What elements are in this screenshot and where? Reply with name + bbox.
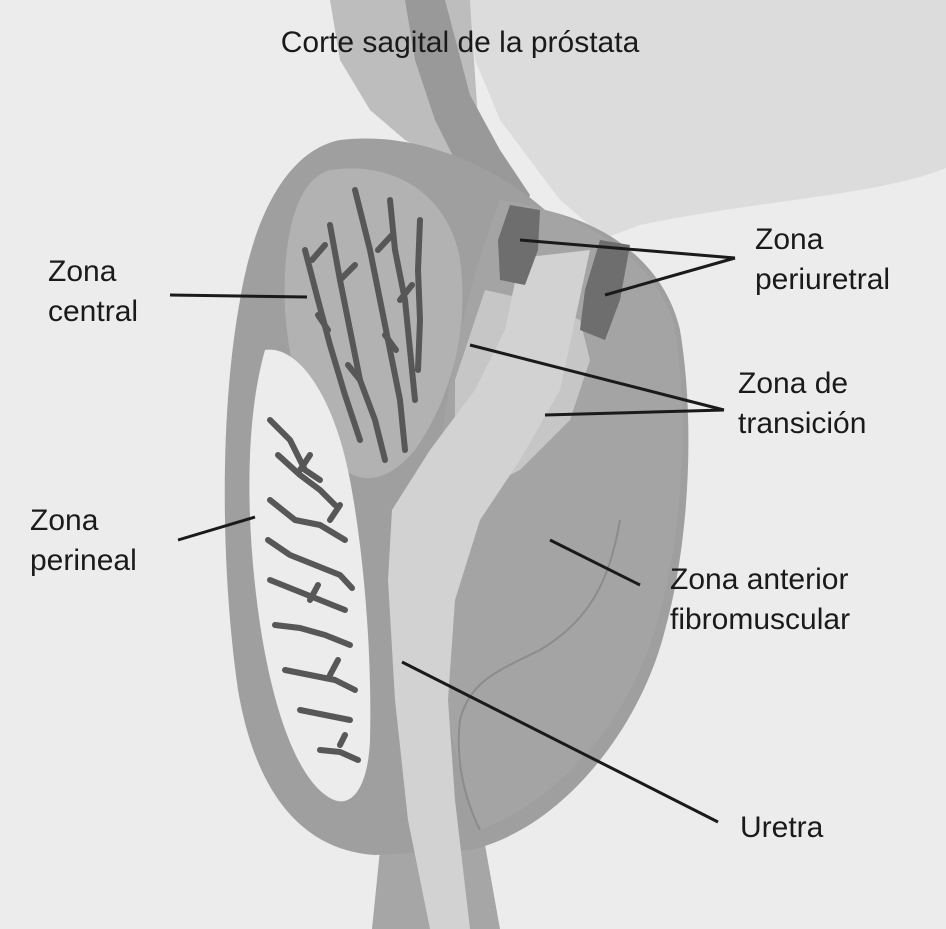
bladder	[470, 0, 946, 238]
label-uretra: Uretra	[740, 811, 824, 844]
label-periuretral-line2: periuretral	[755, 263, 890, 296]
anterior-zone-border	[457, 519, 621, 831]
leader-periuretral-lower	[604, 256, 736, 297]
label-perineal-line1: Zona	[30, 504, 99, 537]
perineal-zone	[249, 349, 371, 802]
leader-central	[169, 293, 308, 299]
ejaculatory-duct	[405, 0, 530, 230]
urethra	[388, 250, 590, 929]
periurethral-gland-lower	[580, 240, 630, 340]
central-zone-ducts	[302, 187, 423, 463]
label-central-line1: Zona	[48, 255, 117, 288]
leader-periuretral-upper	[519, 238, 736, 260]
label-anterior-line2: fibromuscular	[670, 603, 850, 636]
diagram-title: Corte sagital de la próstata	[281, 26, 640, 59]
label-transicion-line1: Zona de	[738, 367, 848, 400]
leader-transicion-lower	[544, 408, 725, 417]
leader-anterior	[549, 538, 641, 587]
label-periuretral-line1: Zona	[755, 223, 824, 256]
perineal-zone-ducts	[265, 417, 361, 763]
label-transicion-line2: transición	[738, 407, 866, 440]
leader-uretra	[401, 660, 719, 824]
leader-transicion-upper	[469, 343, 725, 412]
label-perineal-line2: perineal	[30, 544, 137, 577]
leader-lines	[169, 238, 736, 824]
leader-perineal	[177, 515, 256, 542]
periurethral-gland-upper	[498, 205, 540, 285]
label-anterior-line1: Zona anterior	[670, 563, 848, 596]
label-central-line2: central	[48, 295, 138, 328]
